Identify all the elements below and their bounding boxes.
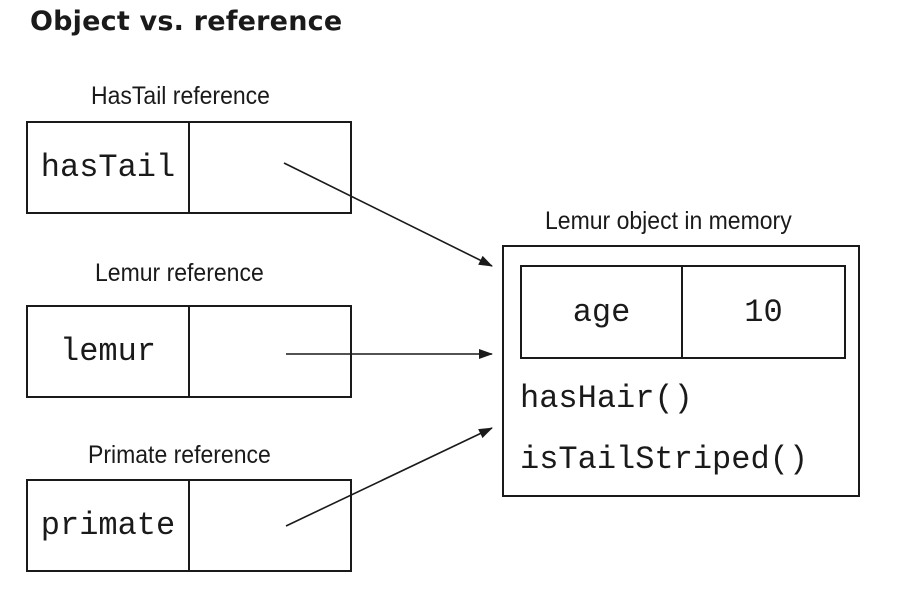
hastail-reference-box: hasTail xyxy=(26,121,352,214)
lemur-reference-box: lemur xyxy=(26,305,352,398)
age-field-value: 10 xyxy=(744,293,783,331)
lemur-object-box: age 10 hasHair() isTailStriped() xyxy=(502,245,860,497)
primate-arrow xyxy=(285,427,493,527)
age-field-name: age xyxy=(522,267,683,357)
hastail-reference-name: hasTail xyxy=(28,123,190,212)
lemur-reference-name: lemur xyxy=(28,307,190,396)
hastail-reference-caption: HasTail reference xyxy=(91,82,270,110)
hastail-arrow xyxy=(283,162,493,267)
lemur-reference-caption: Lemur reference xyxy=(95,259,264,287)
method-has-hair: hasHair() xyxy=(520,380,693,417)
page-title: Object vs. reference xyxy=(30,6,343,37)
lemur-object-caption: Lemur object in memory xyxy=(545,207,792,235)
method-is-tail-striped: isTailStriped() xyxy=(520,441,809,478)
primate-reference-name: primate xyxy=(28,481,190,570)
primate-reference-caption: Primate reference xyxy=(88,441,271,469)
primate-reference-box: primate xyxy=(26,479,352,572)
age-field-box: age 10 xyxy=(520,265,846,359)
